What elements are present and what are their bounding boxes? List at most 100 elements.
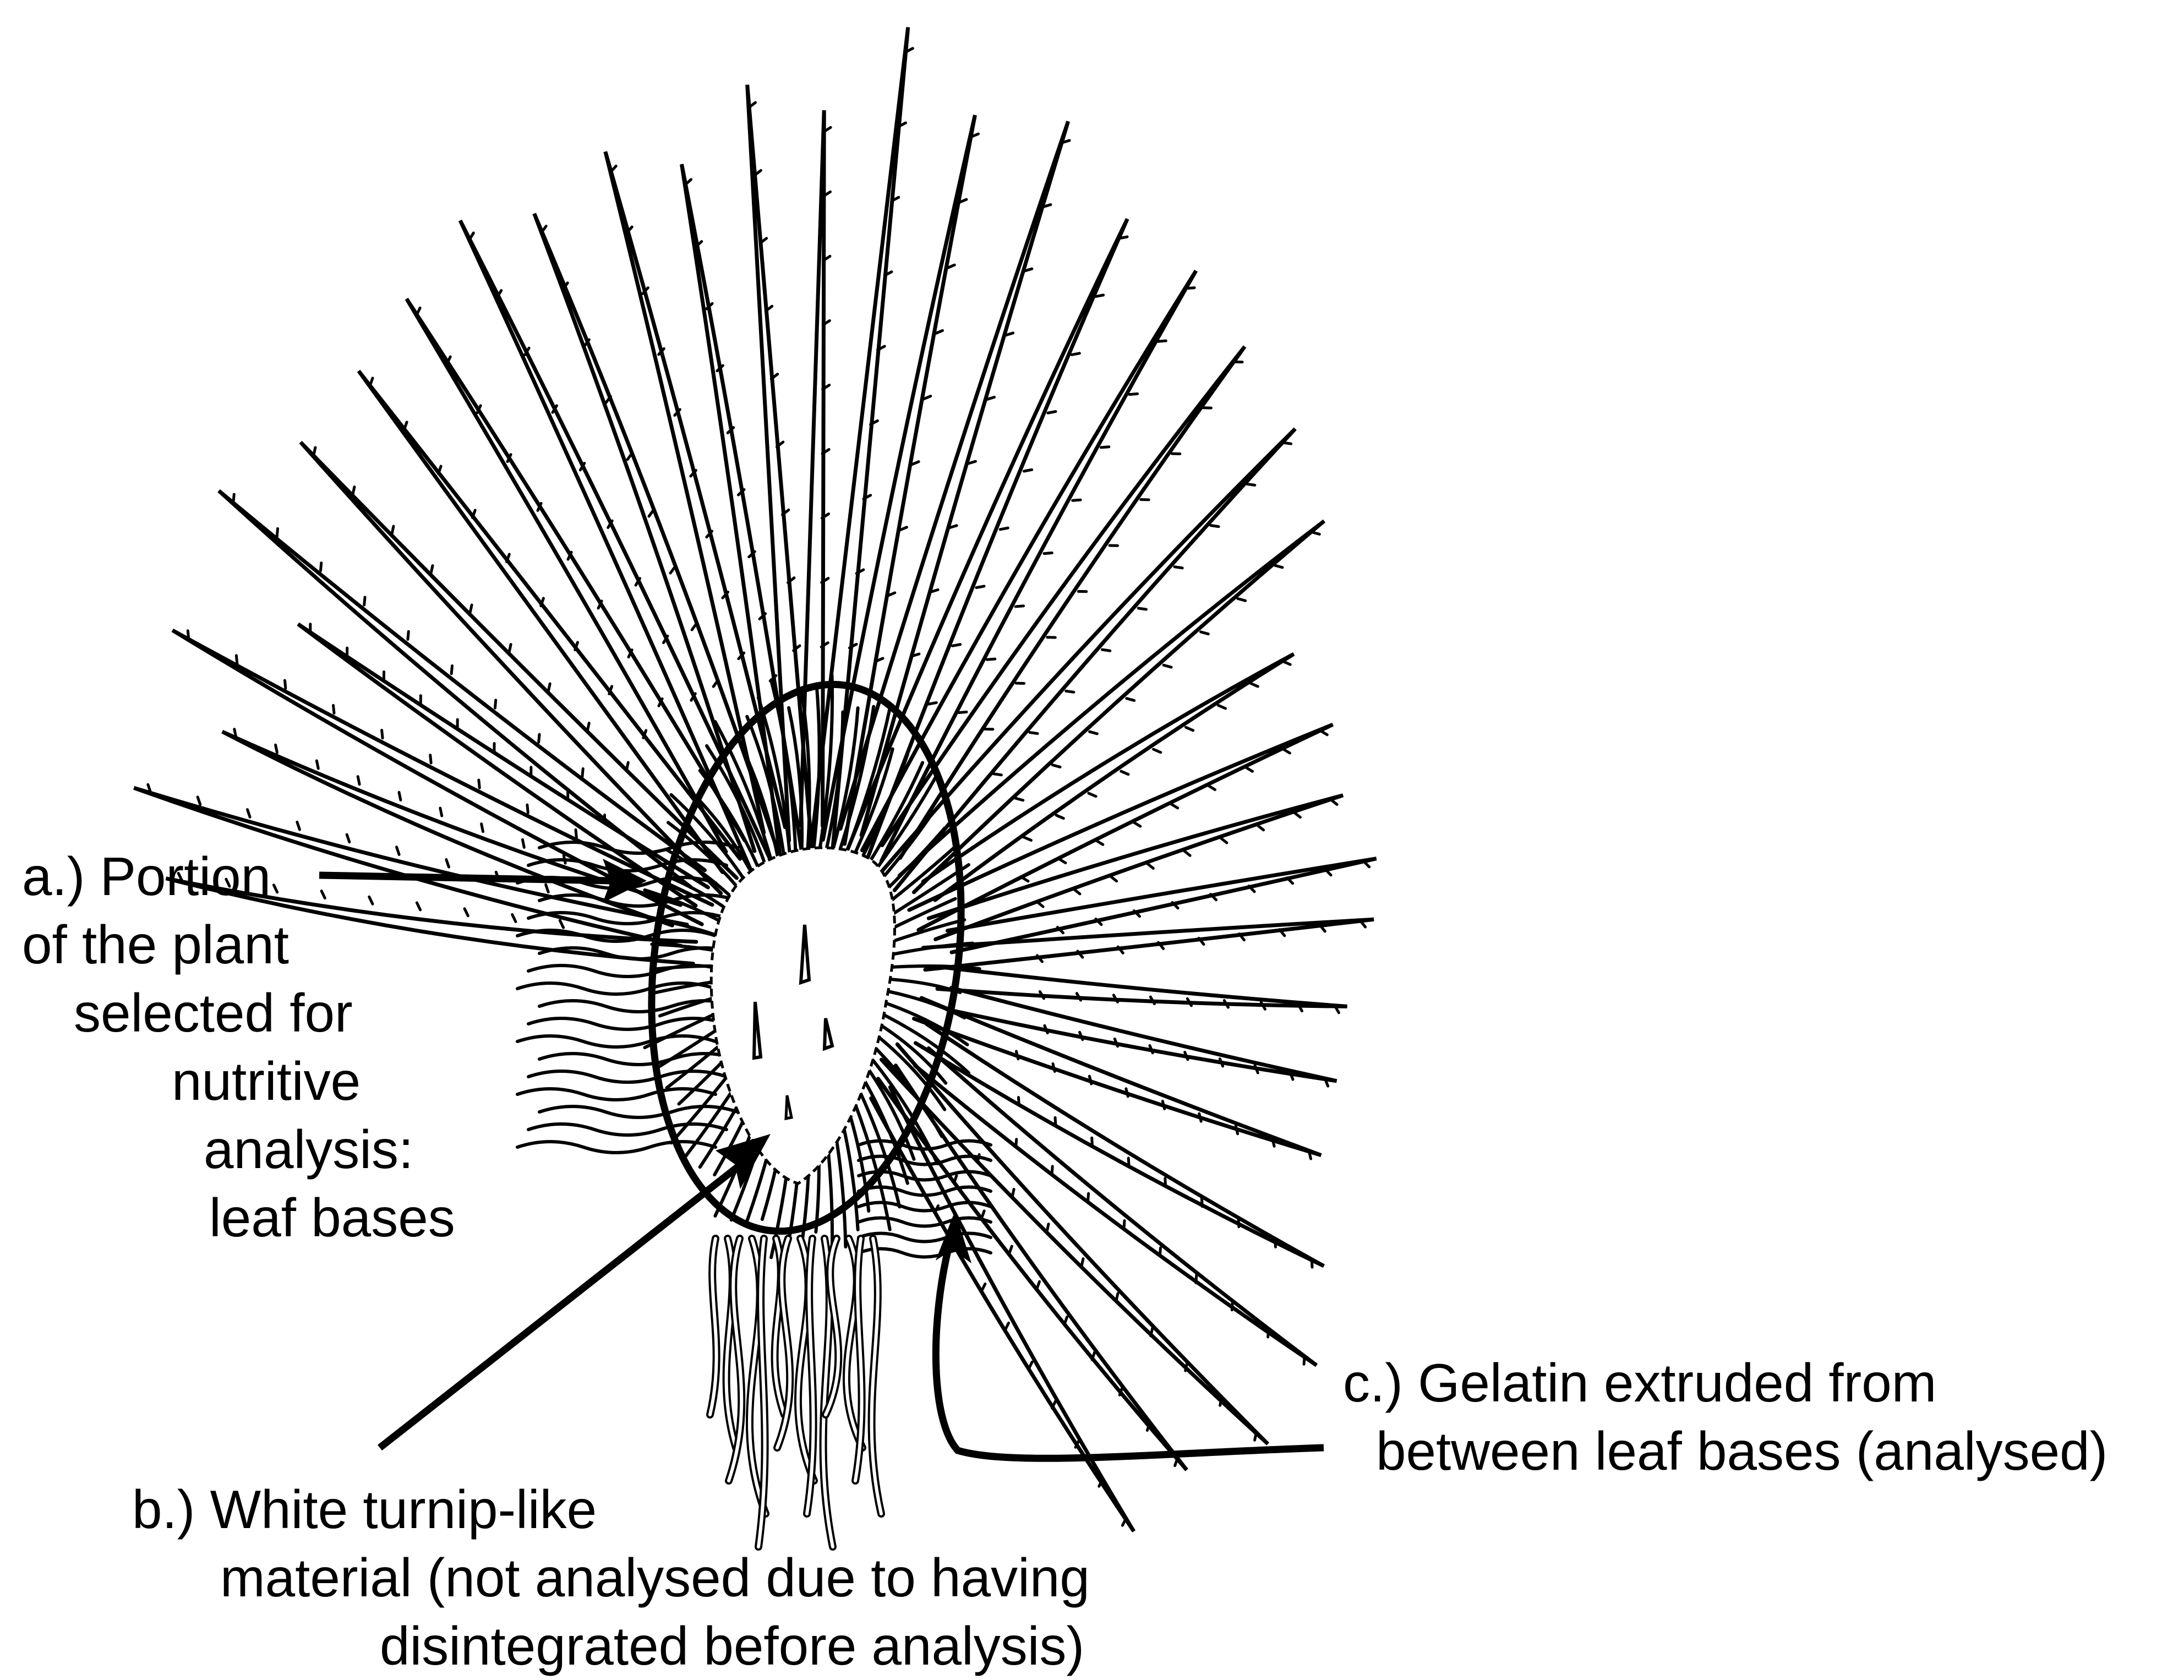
leaf-spine bbox=[431, 566, 433, 574]
leaf-spine bbox=[1018, 1098, 1019, 1105]
leaf-base-strand bbox=[528, 1071, 727, 1082]
leaf-spine bbox=[1211, 526, 1219, 527]
leaf-spine bbox=[1218, 705, 1225, 708]
leaf-spine bbox=[952, 645, 960, 646]
leaf-spine bbox=[1312, 532, 1319, 534]
leaf-spine bbox=[399, 792, 401, 800]
leaf-spine bbox=[1088, 1193, 1089, 1201]
leaf-spine bbox=[320, 563, 321, 571]
leaf-spine bbox=[1000, 528, 1008, 530]
leaf-blade bbox=[923, 919, 1374, 969]
arrow-c bbox=[936, 1211, 1324, 1458]
leaf-spine bbox=[1238, 1219, 1239, 1226]
leaf-spine bbox=[560, 920, 563, 928]
label-a-leaf-bases: a.) Portion of the plant selected for nu… bbox=[22, 842, 455, 1252]
leaf-spine bbox=[1072, 353, 1079, 355]
label-a-line-3: selected for bbox=[22, 979, 455, 1047]
leaf-spine bbox=[1055, 1117, 1056, 1125]
leaf-spine bbox=[1096, 295, 1104, 297]
leaf-spine bbox=[234, 729, 236, 737]
leaf-spine bbox=[1074, 889, 1080, 894]
leaf-spine bbox=[1236, 1126, 1237, 1134]
leaf-spine bbox=[649, 510, 654, 516]
leaf-base-strand bbox=[539, 1106, 738, 1117]
leaf-spine bbox=[316, 761, 318, 768]
leaf-base-strand bbox=[517, 983, 716, 994]
leaf-spine bbox=[1092, 1138, 1093, 1146]
leaf-spine bbox=[247, 810, 250, 817]
leaf-spine bbox=[1082, 1259, 1083, 1267]
leaf-spine bbox=[993, 774, 1001, 775]
leaf-spine bbox=[527, 805, 528, 812]
leaf-spine bbox=[1053, 1063, 1055, 1071]
leaf-spine bbox=[233, 494, 234, 502]
leaf-spine bbox=[1005, 1323, 1008, 1330]
leaf-blade bbox=[878, 1066, 1187, 1470]
leaf-spine bbox=[1048, 412, 1056, 413]
leaf-spine bbox=[482, 824, 483, 832]
leaf-spine bbox=[1224, 1001, 1228, 1008]
leaf-spine bbox=[1120, 237, 1127, 238]
leaf-spine bbox=[470, 605, 472, 613]
leaf-spine bbox=[1016, 1051, 1018, 1059]
leaf-spine bbox=[1283, 749, 1290, 753]
leaf-spine bbox=[1037, 1281, 1040, 1289]
leaf-spine bbox=[1029, 1362, 1032, 1369]
leaf-spine bbox=[1200, 632, 1208, 634]
leaf-spine bbox=[1045, 1026, 1047, 1033]
leaf-spine bbox=[1154, 749, 1161, 752]
leaf-blade bbox=[407, 299, 745, 852]
leaf-spine bbox=[1066, 691, 1074, 692]
leaf-spine bbox=[1030, 733, 1038, 734]
leaf-spine bbox=[1275, 1239, 1276, 1247]
leaf-spine bbox=[236, 656, 237, 663]
leaf-spine bbox=[1255, 1066, 1258, 1073]
label-a-line-2: of the plant bbox=[22, 910, 455, 979]
leaf-spine bbox=[512, 914, 516, 921]
leaf-spine bbox=[1128, 1158, 1129, 1166]
leaf-blade bbox=[747, 85, 811, 841]
leaf-spine bbox=[1246, 767, 1252, 771]
leaf-spine bbox=[1116, 1294, 1118, 1301]
leaf-spine bbox=[1186, 1363, 1187, 1371]
leaf-spine bbox=[1133, 822, 1140, 826]
leaf-spine bbox=[582, 768, 583, 776]
leaf-spine bbox=[1089, 1076, 1091, 1084]
leaf-spine bbox=[1037, 902, 1043, 907]
leaf-spine bbox=[1247, 484, 1255, 485]
leaf-spine bbox=[404, 422, 407, 430]
leaf-spine bbox=[670, 566, 675, 573]
leaf-spine bbox=[1162, 1101, 1164, 1109]
leaf-spine bbox=[358, 777, 359, 784]
leaf-spine bbox=[1273, 1138, 1274, 1146]
leaf-spine bbox=[1101, 447, 1109, 448]
leaf-spine bbox=[1022, 877, 1028, 881]
leaf-spine bbox=[982, 1284, 985, 1291]
label-c-line-1: c.) Gelatin extruded from bbox=[1343, 1349, 2107, 1417]
leaf-spine bbox=[1121, 771, 1128, 774]
leaf-spine bbox=[1024, 837, 1031, 841]
leaf-spine bbox=[430, 755, 431, 763]
leaf-spine bbox=[1126, 1089, 1128, 1097]
leaf-spine bbox=[1275, 565, 1282, 568]
label-a-line-4: nutritive bbox=[22, 1047, 455, 1115]
leaf-spine bbox=[1012, 1190, 1014, 1197]
leaf-spine bbox=[1024, 470, 1031, 471]
leaf-base-strand bbox=[528, 966, 727, 977]
label-b-line-2: material (not analysed due to having bbox=[132, 1543, 1090, 1612]
leaf-spine bbox=[1016, 1139, 1017, 1147]
leaf-spine bbox=[392, 526, 394, 534]
label-a-line-1: a.) Portion bbox=[22, 842, 455, 910]
leaf-spine bbox=[1171, 804, 1177, 808]
leaf-spine bbox=[1089, 793, 1096, 797]
leaf-spine bbox=[440, 808, 442, 816]
leaf-spine bbox=[1056, 815, 1063, 819]
leaf-spine bbox=[465, 909, 468, 916]
leaf-blade bbox=[947, 859, 1376, 952]
leaf-spine bbox=[1175, 567, 1182, 568]
gelatin-strand bbox=[859, 1218, 991, 1226]
leaf-spine bbox=[542, 226, 547, 233]
leaf-spine bbox=[297, 822, 300, 830]
leaf-spine bbox=[1185, 1052, 1188, 1059]
label-c-gelatin: c.) Gelatin extruded from between leaf b… bbox=[1343, 1349, 2107, 1485]
